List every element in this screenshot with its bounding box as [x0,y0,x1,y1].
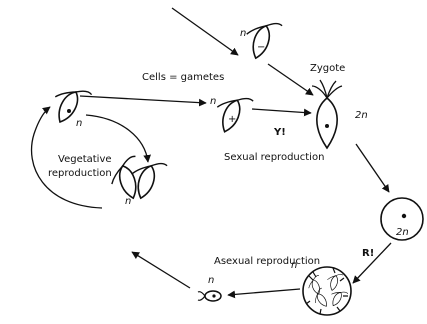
vegetative-label-line2: reproduction [48,168,112,179]
plus-sign: + [228,114,236,125]
vegetative-label-line1: Vegetative [58,154,112,165]
ploidy-label-plus: n [210,96,216,107]
ploidy-label-minus: n [240,28,246,39]
y-mark: Y! [273,127,286,138]
arrow-sporangium-to-cell [228,289,300,295]
zygote-label: Zygote [310,63,345,74]
cells-gametes-label: Cells = gametes [142,72,224,83]
minus-sign: − [257,42,265,53]
asexual-reproduction-label: Asexual reproduction [214,256,320,267]
ploidy-label-zygote: 2n [355,110,368,121]
arrow-cell-to-cycle [132,252,190,288]
dividing-cells [106,155,168,203]
ploidy-label-dividing: n [125,196,131,207]
minus-gamete [241,15,283,62]
arrow-cell-to-plus-gamete [80,96,206,103]
sexual-reproduction-label: Sexual reproduction [224,152,324,163]
ploidy-label-cyst: 2n [396,227,409,238]
ploidy-label-topleft: n [76,118,82,129]
released-cell [198,291,221,301]
arrow-minus-to-zygote [268,64,313,95]
haploid-cell-topleft [46,79,92,129]
zygote-cell [312,80,342,148]
r-mark: R! [362,248,374,259]
arrow-top-to-minus-gamete [172,8,238,55]
sporangium [303,267,351,315]
arrow-zygote-to-cyst [356,144,389,192]
arrows [32,8,391,295]
arrow-plus-to-zygote [252,109,311,113]
ploidy-label-released: n [208,275,214,286]
ploidy-label-sporangium: n [291,260,297,271]
